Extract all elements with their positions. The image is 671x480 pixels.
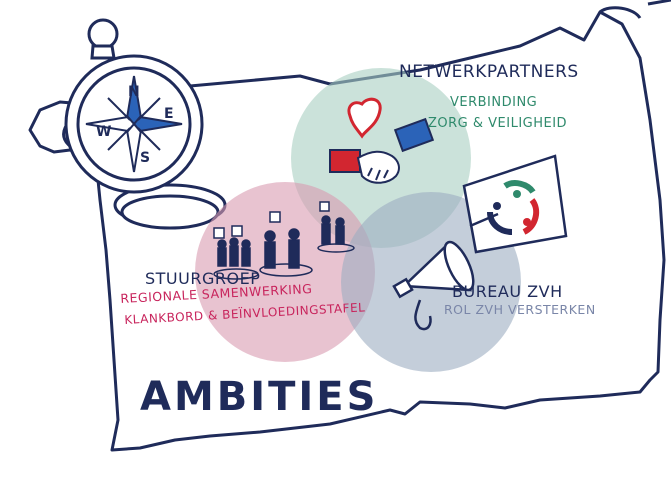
handshake-icon (329, 97, 435, 184)
bureau-line-1: ROL ZVH VERSTERKEN (444, 302, 596, 317)
compass-letter-s: S (140, 150, 150, 166)
page-title: AMBITIES (140, 374, 379, 420)
netwerkpartners-heading: NETWERKPARTNERS (399, 62, 579, 82)
compass: N E S W (64, 18, 227, 230)
compass-letter-w: W (96, 124, 111, 140)
compass-rose (85, 75, 183, 173)
bureau-heading: BUREAU ZVH (452, 282, 563, 301)
megaphone-icon (392, 212, 499, 331)
netwerkpartners-line-2: ZORG & VEILIGHEID (428, 116, 568, 131)
compass-letter-e: E (164, 106, 174, 122)
stuurgroep-heading: STUURGROEP (145, 269, 261, 288)
compass-letter-n: N (128, 84, 140, 100)
people-group-icon (213, 201, 355, 280)
compass-ring (87, 18, 119, 50)
team-icon (462, 154, 568, 254)
netwerkpartners-line-1: VERBINDING (450, 95, 538, 110)
